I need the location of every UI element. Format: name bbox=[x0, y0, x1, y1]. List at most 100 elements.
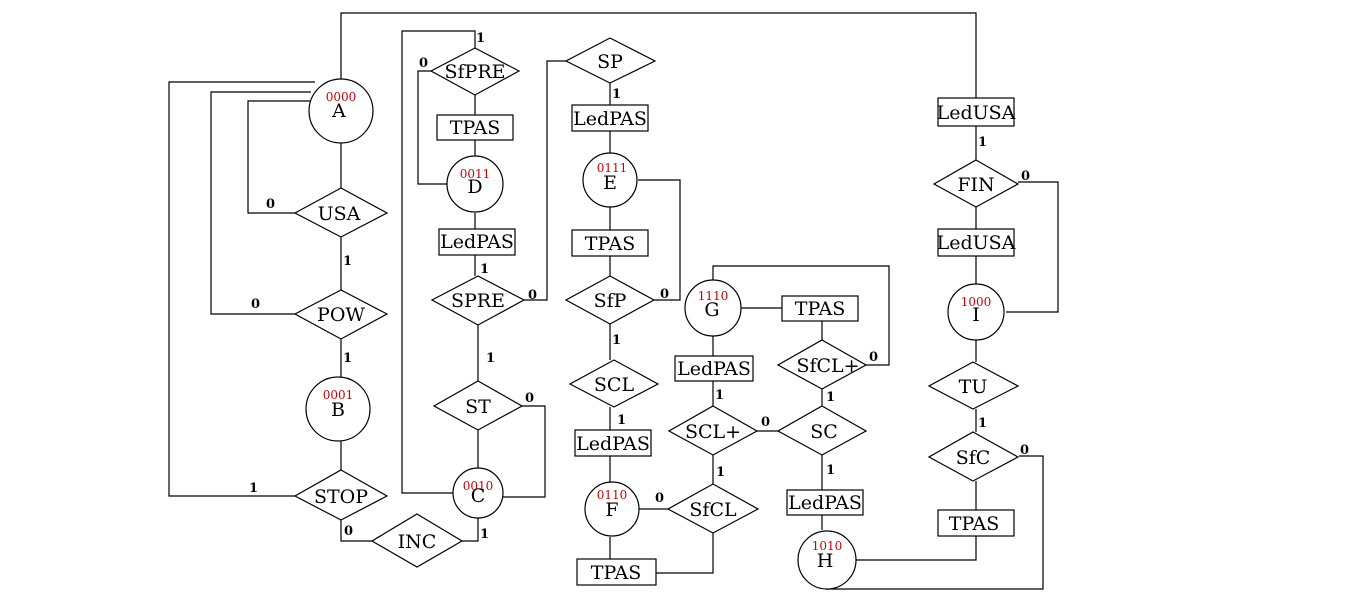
state-i-code: 1000 bbox=[961, 295, 992, 309]
state-h-code: 1010 bbox=[812, 539, 843, 553]
output-ledpas-d-label: LedPAS bbox=[440, 231, 514, 253]
decision-usa: USA bbox=[293, 187, 389, 238]
wire-a-to-ledusa bbox=[340, 12, 977, 98]
state-f-code: 0110 bbox=[597, 488, 628, 502]
state-f-label: F bbox=[605, 499, 618, 521]
output-tpas-e: TPAS bbox=[571, 229, 649, 257]
state-a-code: 0000 bbox=[326, 90, 357, 104]
output-ledpas-h: LedPAS bbox=[786, 489, 864, 516]
edge-label-pow-1: 1 bbox=[343, 351, 352, 366]
state-h: 1010 H bbox=[797, 530, 857, 590]
edge-label-pow-0: 0 bbox=[251, 297, 260, 312]
state-b: 0001 B bbox=[305, 376, 371, 442]
edge-label-st-0: 0 bbox=[525, 391, 534, 406]
wire-usa-0-loop bbox=[247, 100, 313, 214]
output-ledpas-h-label: LedPAS bbox=[788, 492, 862, 514]
output-ledusa-top-label: LedUSA bbox=[937, 102, 1016, 124]
wire-sfp-0-loop bbox=[638, 179, 681, 301]
edge-label-usa-0: 0 bbox=[266, 197, 275, 212]
decision-sfpre-label: SfPRE bbox=[444, 61, 505, 83]
decision-sfc-label: SfC bbox=[956, 447, 991, 469]
wire-sfclplus-0-loop bbox=[712, 265, 890, 366]
decision-inc: INC bbox=[370, 513, 464, 568]
decision-sfclplus: SfCL+ bbox=[776, 339, 868, 390]
output-ledpas-g: LedPAS bbox=[674, 355, 754, 382]
state-f: 0110 F bbox=[584, 481, 640, 537]
decision-sclplus: SCL+ bbox=[667, 405, 759, 456]
output-ledpas-g-label: LedPAS bbox=[677, 358, 751, 380]
decision-pow-label: POW bbox=[317, 304, 365, 326]
decision-spre-label: SPRE bbox=[451, 290, 505, 312]
decision-sfcl-label: SfCL bbox=[689, 499, 737, 521]
edge-label-inc-1: 1 bbox=[480, 527, 489, 542]
decision-st: ST bbox=[432, 380, 524, 431]
output-ledusa-i: LedUSA bbox=[937, 228, 1016, 257]
wire-inc-c bbox=[462, 513, 479, 542]
decision-st-label: ST bbox=[465, 396, 491, 418]
decision-sfp-label: SfP bbox=[594, 290, 627, 312]
wire-st-0-loop bbox=[502, 405, 546, 498]
wire-sfpre-0-loop bbox=[417, 70, 447, 185]
edge-label-spre-1: 1 bbox=[480, 262, 489, 277]
wire-fin-0-loop bbox=[1006, 181, 1059, 313]
output-tpas-i: TPAS bbox=[937, 509, 1015, 537]
output-ledpas-e: LedPAS bbox=[571, 104, 649, 132]
output-tpas-d: TPAS bbox=[436, 114, 514, 141]
edge-label-st-1: 1 bbox=[486, 351, 495, 366]
output-tpas-f: TPAS bbox=[576, 558, 657, 586]
decision-fin: FIN bbox=[932, 159, 1020, 208]
wire-stop-inc bbox=[340, 520, 372, 542]
edge-label-sfpre-0: 0 bbox=[419, 56, 428, 71]
edge-label-usa-1: 1 bbox=[343, 254, 352, 269]
wire-stop-1-loop bbox=[168, 81, 315, 497]
output-ledpas-scl-label: LedPAS bbox=[576, 433, 650, 455]
output-tpas-i-label: TPAS bbox=[949, 513, 999, 535]
state-g-code: 1110 bbox=[698, 289, 729, 303]
connectors bbox=[168, 12, 1059, 590]
decision-sfc: SfC bbox=[927, 431, 1020, 482]
decision-stop: STOP bbox=[293, 469, 389, 521]
output-tpas-e-label: TPAS bbox=[585, 233, 635, 255]
edge-label-sfp-0: 0 bbox=[660, 287, 669, 302]
decision-sfp: SfP bbox=[564, 275, 656, 325]
edge-label-ledpas-g-1: 1 bbox=[715, 388, 724, 403]
decision-inc-label: INC bbox=[398, 531, 437, 553]
decision-sclplus-label: SCL+ bbox=[685, 421, 741, 443]
output-ledusa-top: LedUSA bbox=[937, 97, 1016, 127]
edge-label-sfpre-1: 1 bbox=[476, 31, 485, 46]
state-g-label: G bbox=[704, 299, 719, 321]
state-e-label: E bbox=[603, 172, 617, 194]
state-e-code: 0111 bbox=[597, 161, 628, 175]
output-tpas-d-label: TPAS bbox=[450, 117, 500, 139]
output-tpas-g: TPAS bbox=[781, 295, 859, 322]
edge-label-stop-0: 0 bbox=[344, 524, 353, 539]
decision-sc-label: SC bbox=[810, 421, 838, 443]
state-d: 0011 D bbox=[446, 155, 504, 213]
state-c-code: 0010 bbox=[463, 479, 494, 493]
output-ledpas-scl: LedPAS bbox=[574, 429, 652, 457]
edge-label-sc-1: 1 bbox=[826, 463, 835, 478]
decision-sc: SC bbox=[776, 405, 868, 456]
wire-spre-sp bbox=[524, 60, 566, 301]
state-g: 1110 G bbox=[684, 279, 742, 337]
edge-label-spre-0: 0 bbox=[528, 288, 537, 303]
decision-pow: POW bbox=[293, 289, 389, 340]
output-tpas-f-label: TPAS bbox=[591, 562, 641, 584]
decision-tu-label: TU bbox=[959, 376, 988, 398]
output-ledpas-d: LedPAS bbox=[438, 228, 516, 256]
decision-scl: SCL bbox=[568, 359, 660, 408]
state-h-label: H bbox=[817, 550, 834, 572]
state-d-label: D bbox=[467, 176, 482, 198]
edge-label-fin-0: 0 bbox=[1021, 169, 1030, 184]
edge-label-sfclplus-0: 0 bbox=[869, 350, 878, 365]
decision-tu: TU bbox=[927, 361, 1020, 410]
edge-label-sclplus-1: 1 bbox=[716, 465, 725, 480]
state-b-code: 0001 bbox=[323, 388, 354, 402]
edge-label-sfp-1: 1 bbox=[612, 333, 621, 348]
decision-usa-label: USA bbox=[318, 203, 361, 225]
output-ledusa-i-label: LedUSA bbox=[937, 232, 1016, 254]
output-ledpas-e-label: LedPAS bbox=[573, 108, 647, 130]
state-c-label: C bbox=[471, 485, 486, 507]
output-tpas-g-label: TPAS bbox=[795, 298, 845, 320]
